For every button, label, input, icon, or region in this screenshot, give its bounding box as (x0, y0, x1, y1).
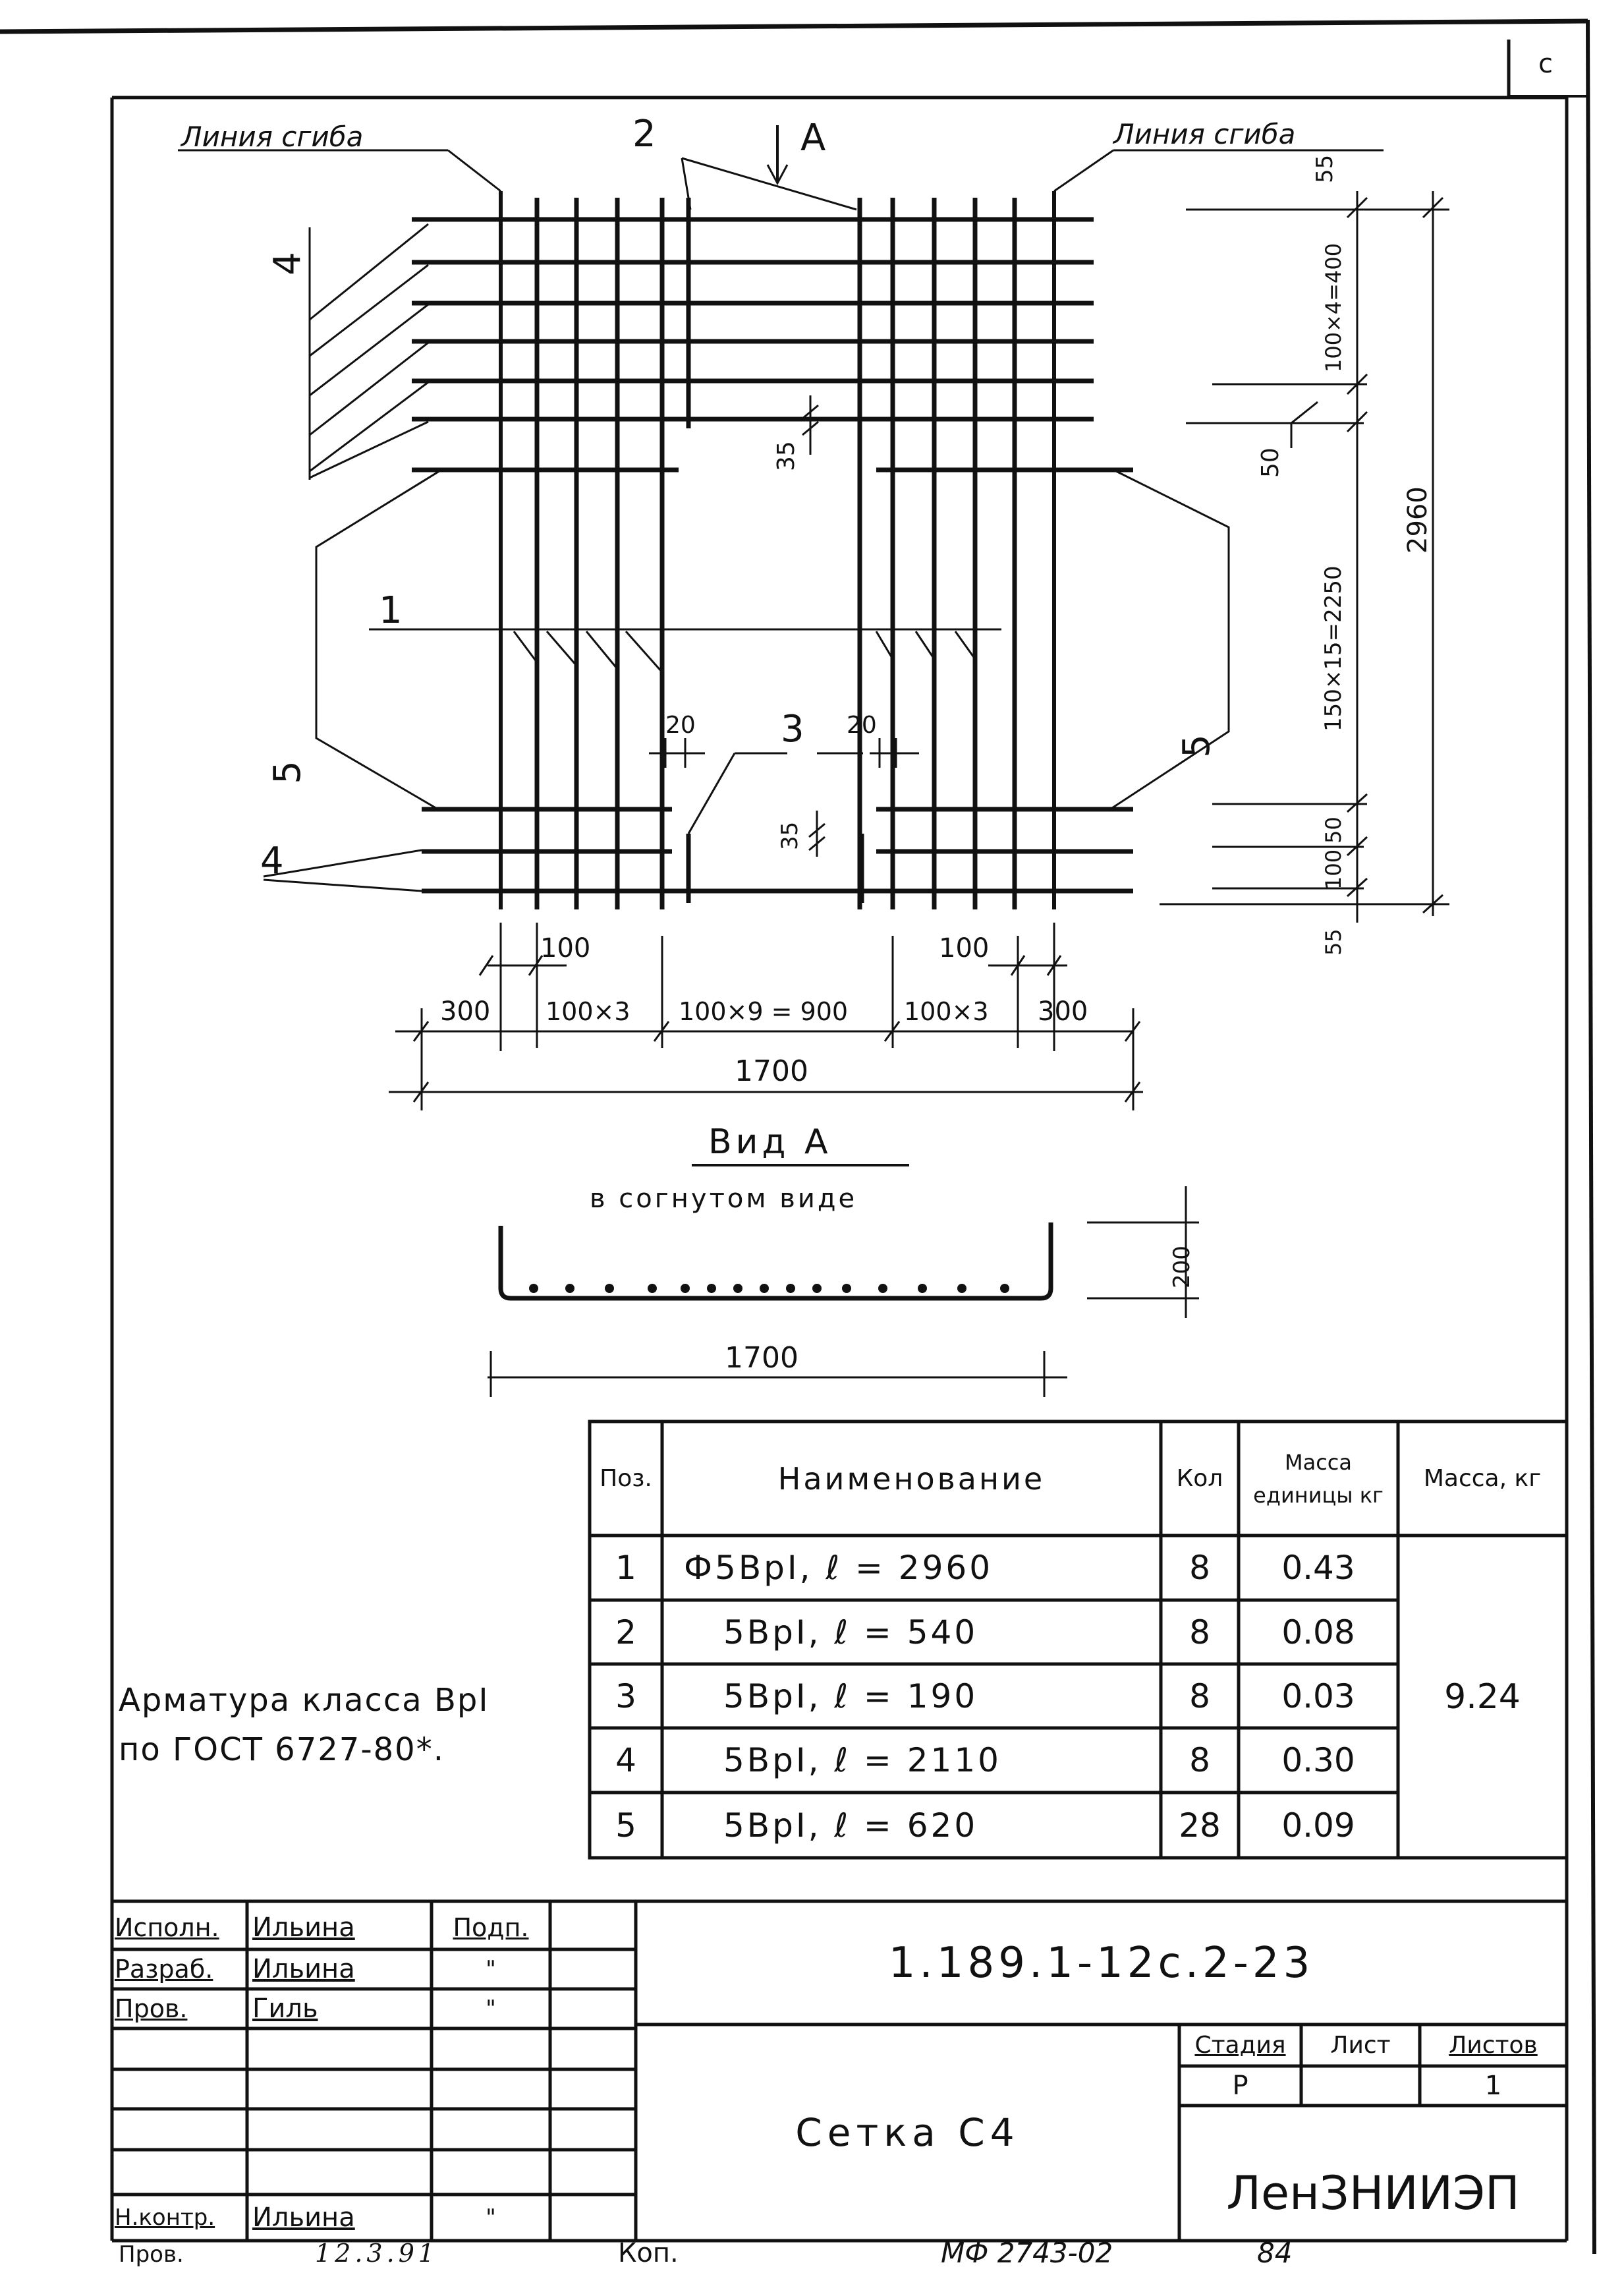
spec-row-5-qty: 28 (1179, 1806, 1221, 1845)
tb-sheet-header: Лист (1330, 2032, 1391, 2059)
tb-stage-header: Стадия (1194, 2032, 1286, 2059)
view-a-height: 200 (1169, 1246, 1195, 1288)
tb-sheet-value (1301, 2066, 1420, 2106)
tb-role-1: Исполн. (115, 1913, 219, 1942)
spec-row-4-pos: 4 (615, 1741, 636, 1779)
dim-300-left: 300 (440, 996, 490, 1027)
tb-stage-value: Р (1232, 2071, 1248, 2101)
tb-name-3: Гиль (252, 1994, 318, 2024)
footer-handwritten-date: 12.3.91 (315, 2238, 439, 2268)
spec-row-2-name: 5ВрI, ℓ = 540 (723, 1613, 978, 1651)
tb-org: ЛенЗНИИЭП (1226, 2166, 1520, 2220)
dim-55-top: 55 (1312, 155, 1338, 183)
dim-35-bottom: 35 (777, 822, 803, 850)
dim-100x9: 100×9 = 900 (679, 997, 848, 1026)
spec-header-qty: Кол (1176, 1465, 1223, 1492)
pos-4-top-label: 4 (266, 252, 309, 275)
spec-row-1-unit-mass: 0.43 (1281, 1549, 1355, 1587)
tb-name-2: Ильина (252, 1954, 355, 1984)
spec-row-3-pos: 3 (615, 1677, 636, 1715)
pos-2-label: 2 (632, 113, 656, 156)
view-arrow-label: А (800, 117, 826, 159)
spec-row-4-name: 5ВрI, ℓ = 2110 (723, 1741, 1001, 1779)
dim-20-left: 20 (665, 712, 696, 739)
pos-4-bottom-label: 4 (260, 840, 284, 882)
spec-row-2-qty: 8 (1189, 1613, 1210, 1651)
title-block-grid (112, 1899, 1567, 2243)
spec-row-3-name: 5ВрI, ℓ = 190 (723, 1677, 978, 1715)
spec-row-5-unit-mass: 0.09 (1281, 1806, 1355, 1845)
tb-role-2: Разраб. (115, 1955, 213, 1984)
spec-row-2-pos: 2 (615, 1613, 636, 1651)
spec-row-3-qty: 8 (1189, 1677, 1210, 1715)
view-a-title: Вид А (708, 1122, 832, 1162)
view-a-width: 1700 (725, 1341, 798, 1375)
dim-100-left: 100 (540, 933, 590, 963)
dim-2960: 2960 (1403, 486, 1433, 554)
mesh-plan (412, 191, 1133, 909)
spec-header-pos: Поз. (600, 1465, 652, 1492)
dim-35-top: 35 (773, 441, 800, 471)
dim-100-right: 100 (939, 933, 989, 963)
spec-table-grid (588, 1420, 1569, 1860)
tb-sig-3: " (486, 1996, 496, 2022)
spec-row-5-name: 5ВрI, ℓ = 620 (723, 1806, 978, 1845)
view-a (488, 1164, 1199, 1397)
spec-row-4-unit-mass: 0.30 (1281, 1741, 1355, 1779)
leader-lines (178, 125, 1384, 892)
spec-row-1-name: Ф5ВрI, ℓ = 2960 (684, 1549, 994, 1587)
tb-name-1: Ильина (252, 1912, 355, 1943)
note-line-2: по ГОСТ 6727-80*. (119, 1731, 445, 1768)
spec-row-1-pos: 1 (615, 1549, 636, 1587)
tb-title: Сетка С4 (795, 2110, 1020, 2155)
footer-num: 84 (1257, 2237, 1293, 2269)
bend-line-right-label: Линия сгиба (1112, 118, 1295, 150)
drawing-labels: Линия сгиба Линия сгиба 2 А 4 1 5 5 4 3 … (180, 113, 1433, 1375)
bend-line-left-label: Линия сгиба (180, 121, 363, 153)
footer-prov: Пров. (119, 2241, 184, 2268)
spec-row-3-unit-mass: 0.03 (1281, 1677, 1355, 1715)
dim-100-bottom: 100 (1321, 849, 1346, 890)
sheet-frame (0, 18, 1596, 2255)
dim-100x4: 100×4=400 (1321, 243, 1346, 372)
dim-100x3-left: 100×3 (546, 997, 630, 1026)
dim-100x3-right: 100×3 (904, 997, 989, 1026)
tb-sheets-value: 1 (1484, 2071, 1502, 2101)
dim-50: 50 (1257, 447, 1284, 478)
tb-sig-7: " (486, 2204, 496, 2231)
tb-role-3: Пров. (115, 1994, 188, 2023)
spec-total-mass: 9.24 (1444, 1677, 1521, 1717)
pos-5-left-label: 5 (266, 761, 309, 784)
pos-1-label: 1 (379, 589, 403, 632)
footer-kop: Коп. (618, 2237, 679, 2268)
spec-row-5-pos: 5 (615, 1806, 636, 1845)
tb-sheets-header: Листов (1449, 2032, 1538, 2059)
note-line-1: Арматура класса ВрI (119, 1682, 490, 1719)
tb-name-7: Ильина (252, 2202, 355, 2233)
spec-row-4-qty: 8 (1189, 1741, 1210, 1779)
dimension-lines (389, 191, 1449, 1110)
tb-sig-2: " (486, 1956, 496, 1982)
pos-3-label: 3 (781, 708, 804, 751)
view-a-subtitle: в согнутом виде (590, 1184, 857, 1214)
tb-doc-code: 1.189.1-12с.2-23 (888, 1938, 1314, 1988)
dim-300-right: 300 (1038, 996, 1088, 1027)
spec-header-unit-mass: Масса единицы кг (1253, 1449, 1384, 1508)
dim-1700: 1700 (735, 1054, 808, 1088)
pos-5-right-label: 5 (1175, 734, 1218, 758)
dim-150x15: 150×15=2250 (1320, 565, 1347, 732)
spec-row-2-unit-mass: 0.08 (1281, 1613, 1355, 1651)
footer-mf: МФ 2743-02 (941, 2237, 1113, 2269)
spec-row-1-qty: 8 (1189, 1549, 1210, 1587)
corner-mark: с (1538, 49, 1553, 79)
tb-sig-1: Подп. (453, 1913, 529, 1942)
spec-header-mass: Масса, кг (1423, 1464, 1542, 1492)
spec-header-name: Наименование (777, 1460, 1046, 1497)
dim-55-bottom: 55 (1321, 929, 1346, 956)
tb-role-7: Н.контр. (115, 2204, 215, 2231)
view-a-bars (529, 1284, 1009, 1293)
dim-50-bottom: 50 (1321, 817, 1346, 844)
dim-20-right: 20 (847, 712, 877, 739)
